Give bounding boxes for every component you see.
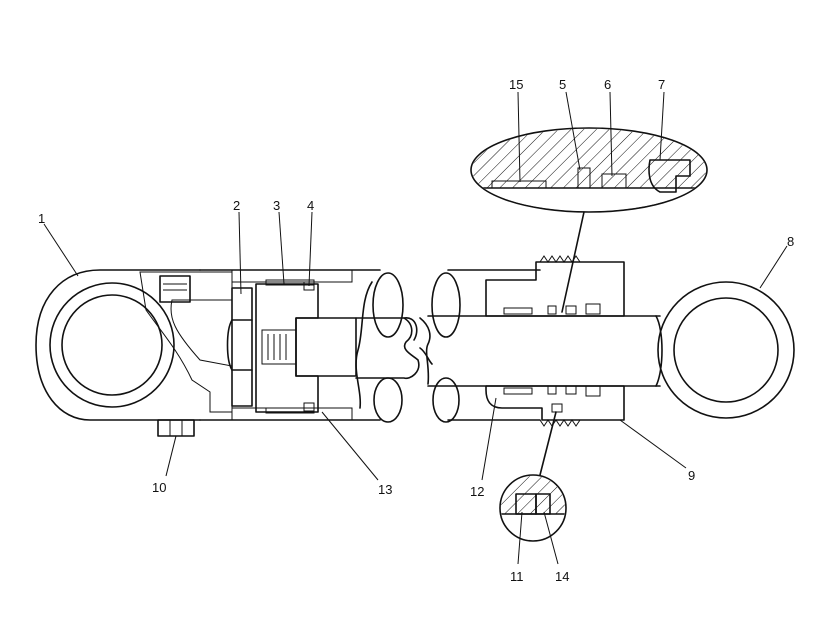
callout-3: 3 xyxy=(273,198,280,213)
callout-7: 7 xyxy=(658,77,665,92)
callout-labels: 1 2 3 4 5 6 7 8 9 10 11 12 13 14 15 xyxy=(38,77,794,584)
right-eye-bore xyxy=(673,297,779,403)
callout-14: 14 xyxy=(555,569,569,584)
callout-5: 5 xyxy=(559,77,566,92)
callout-8: 8 xyxy=(787,234,794,249)
callout-15: 15 xyxy=(509,77,523,92)
left-eye-bore xyxy=(61,294,163,396)
callout-4: 4 xyxy=(307,198,314,213)
leader-lines xyxy=(43,91,788,565)
piston-rod-left xyxy=(355,317,420,380)
rod-end-eye xyxy=(655,281,795,419)
callout-13: 13 xyxy=(378,482,392,497)
callout-6: 6 xyxy=(604,77,611,92)
detail-bottom-bubble xyxy=(499,411,567,542)
barrel-end-eye xyxy=(35,269,233,437)
piston-assembly xyxy=(226,279,357,414)
plug-10 xyxy=(157,419,195,437)
piston-rod-right xyxy=(419,315,661,387)
callout-1: 1 xyxy=(38,211,45,226)
barrel-right xyxy=(419,269,541,423)
callout-12: 12 xyxy=(470,484,484,499)
callout-10: 10 xyxy=(152,480,166,495)
callout-2: 2 xyxy=(233,198,240,213)
gland-head xyxy=(478,255,628,427)
cylinder-barrel xyxy=(199,269,404,423)
callout-9: 9 xyxy=(688,468,695,483)
callout-11: 11 xyxy=(510,569,524,584)
detail-top-bubble xyxy=(470,127,708,313)
